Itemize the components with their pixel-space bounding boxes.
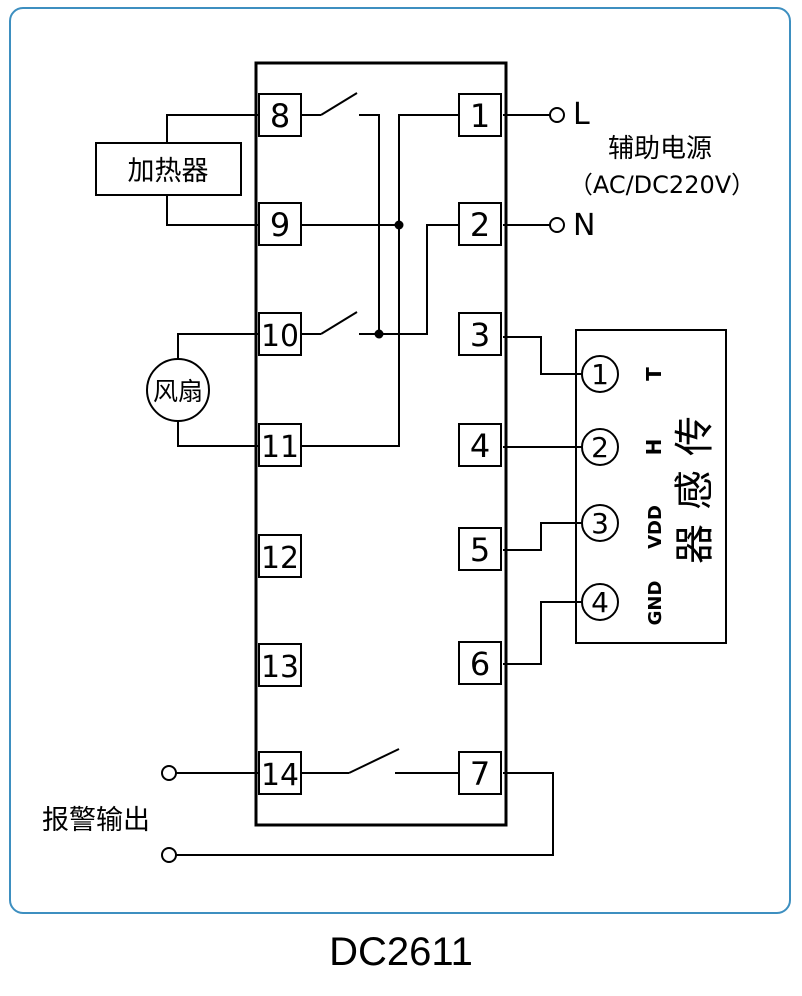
power-n-label: N (573, 208, 595, 243)
model-name: DC2611 (329, 930, 473, 974)
sensor-pin-number: 1 (591, 358, 609, 391)
heater-box (95, 142, 242, 196)
terminal-14-label: 14 (261, 758, 299, 793)
sensor-pin-name: H (642, 439, 666, 456)
power-title: 辅助电源 (608, 134, 712, 164)
alarm-label: 报警输出 (42, 805, 150, 836)
diagram-frame (9, 7, 791, 914)
terminal-7-box (458, 751, 502, 795)
sensor-title-char: 传 (672, 416, 718, 456)
junction-dot (374, 329, 384, 339)
sensor-wiring (503, 336, 582, 665)
terminal-3-label: 3 (470, 316, 490, 354)
sensor-pin-name: T (642, 367, 666, 381)
terminal-7-label: 7 (470, 755, 490, 793)
terminal-8-label: 8 (270, 97, 290, 135)
terminal-2-box (458, 202, 502, 246)
terminal-1-label: 1 (470, 97, 490, 135)
heater-wiring (166, 114, 259, 226)
terminal-9-label: 9 (270, 206, 290, 244)
sensor-pins: 1 2 3 4 (581, 355, 619, 621)
terminal-9-box (258, 202, 302, 246)
power-l-label: L (573, 97, 590, 132)
terminal-2-label: 2 (470, 206, 490, 244)
terminal-3-box (458, 312, 502, 356)
sensor-pin-number: 4 (591, 586, 609, 619)
terminal-12-box (258, 534, 302, 578)
terminal-8-box (258, 93, 302, 137)
terminal-11-box (258, 423, 302, 467)
sensor-pin-name: GND (645, 581, 666, 626)
terminal-4-label: 4 (470, 427, 490, 465)
sensor-title-char: 器 (672, 524, 718, 564)
power-wiring (503, 114, 550, 226)
fan-label: 风扇 (153, 377, 203, 406)
terminal-6-label: 6 (470, 645, 490, 683)
alarm-wiring (176, 772, 554, 856)
terminal-14-box (258, 751, 302, 795)
sensor-title: 传感器 (672, 416, 718, 564)
junction-dot (394, 220, 404, 230)
sensor-pin-name: VDD (645, 505, 666, 549)
sensor-pin-number: 3 (591, 507, 609, 540)
terminal-13-box (258, 643, 302, 687)
terminal-6-box (458, 641, 502, 685)
alarm-terminal (161, 765, 177, 781)
sensor-title-char: 感 (672, 470, 718, 510)
terminal-10-box (258, 312, 302, 356)
terminal-4-box (458, 423, 502, 467)
terminal-1-box (458, 93, 502, 137)
power-n-terminal (549, 217, 565, 233)
terminal-13-label: 13 (261, 650, 299, 685)
terminal-5-label: 5 (470, 531, 490, 569)
fan-wiring (177, 333, 259, 447)
fan-symbol (146, 358, 210, 422)
heater-label: 加热器 (128, 156, 209, 187)
power-spec: （AC/DC220V） (569, 171, 755, 199)
terminal-10-label: 10 (261, 319, 299, 354)
terminal-11-label: 11 (261, 430, 299, 465)
internal-wiring (301, 92, 459, 774)
sensor-pin-names: T H VDD GND (642, 367, 666, 626)
sensor-pin-number: 2 (591, 431, 609, 464)
terminal-12-label: 12 (261, 541, 299, 576)
controller-body (254, 61, 508, 827)
terminal-5-box (458, 527, 502, 571)
alarm-terminal (161, 847, 177, 863)
power-l-terminal (549, 107, 565, 123)
